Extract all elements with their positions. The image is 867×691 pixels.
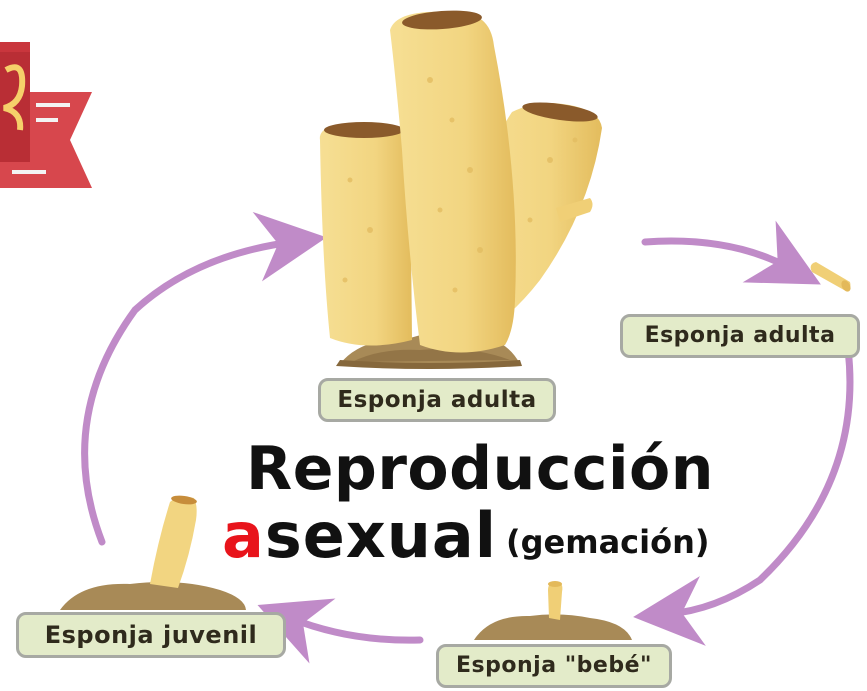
- arrow-left-up: [81, 211, 327, 546]
- arrow-right-down: [633, 314, 854, 646]
- title-accent-letter: a: [222, 499, 265, 572]
- title-line1: Reproducción: [246, 434, 714, 504]
- logo-ribbon: [0, 42, 92, 188]
- label-juvenile-sponge: Esponja juvenil: [16, 612, 286, 658]
- released-bud-illustration: [810, 262, 851, 292]
- label-adult-sponge-top: Esponja adulta: [318, 378, 556, 422]
- arrow-top-right: [641, 220, 821, 285]
- diagram-title-line2: asexual: [222, 500, 497, 572]
- diagram-title: Reproducción: [246, 434, 714, 504]
- cycle-arrows: [81, 211, 854, 664]
- label-baby-sponge: Esponja "bebé": [436, 644, 672, 688]
- diagram-subtitle: (gemación): [506, 523, 710, 561]
- label-adult-sponge-right: Esponja adulta: [620, 314, 860, 358]
- baby-sponge-illustration: [474, 581, 632, 640]
- title-line2-rest: sexual: [264, 499, 498, 572]
- juvenile-sponge-illustration: [60, 495, 246, 610]
- arrow-bottom-left: [257, 598, 424, 664]
- adult-sponge-illustration: [319, 10, 602, 369]
